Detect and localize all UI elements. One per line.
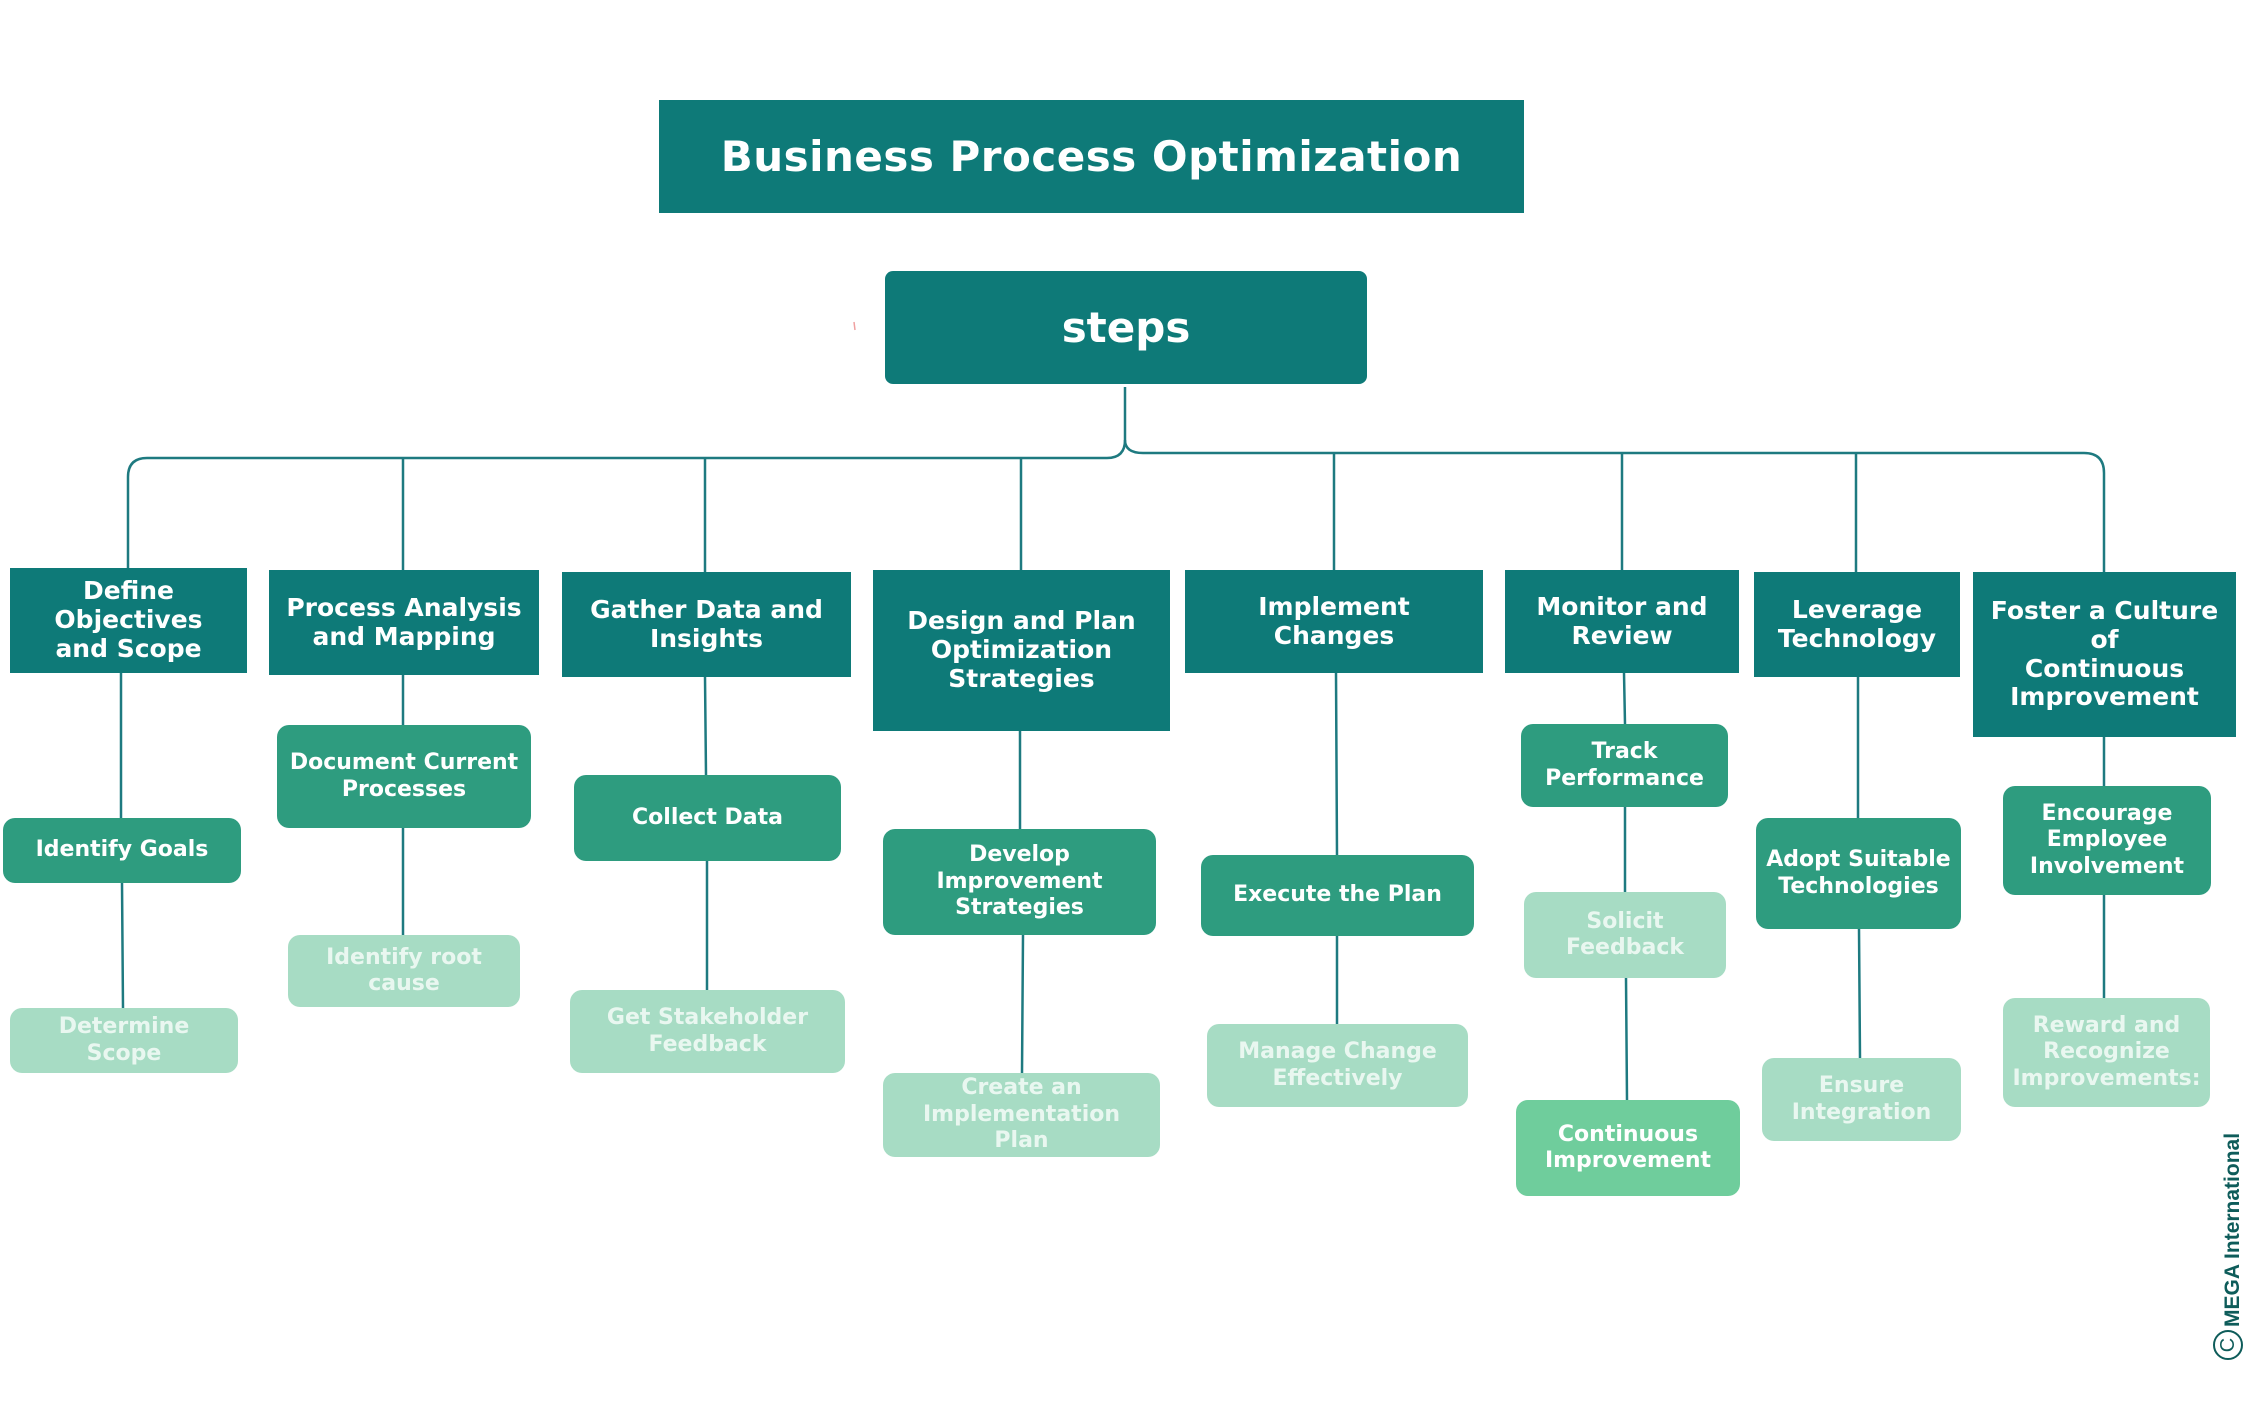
root-node: steps <box>885 271 1367 384</box>
task-node: Ensure Integration <box>1762 1058 1961 1141</box>
task-node: Adopt Suitable Technologies <box>1756 818 1961 929</box>
watermark: MEGA International C <box>2210 1132 2250 1370</box>
task-node: Identify Goals <box>3 818 241 883</box>
task-node: Solicit Feedback <box>1524 892 1726 978</box>
task-node: Collect Data <box>574 775 841 861</box>
left-branch <box>126 439 1127 568</box>
stray-mark <box>853 321 856 331</box>
task-node: Determine Scope <box>10 1008 238 1073</box>
task-node: Manage Change Effectively <box>1207 1024 1468 1107</box>
task-node: Identify root cause <box>288 935 520 1007</box>
task-node: Track Performance <box>1521 724 1728 807</box>
v-cat7 <box>1856 677 1862 1059</box>
right-branch <box>1123 439 2106 572</box>
category-node: Leverage Technology <box>1754 572 1960 677</box>
task-node: Document Current Processes <box>277 725 531 828</box>
v-cat4 <box>1018 731 1025 1074</box>
v-cat3 <box>703 676 709 990</box>
category-node: Design and Plan Optimization Strategies <box>873 570 1170 731</box>
v-cat6 <box>1622 672 1629 1101</box>
diagram-title: Business Process Optimization <box>659 100 1524 213</box>
category-node: Implement Changes <box>1185 570 1483 673</box>
v-cat1 <box>119 673 125 1009</box>
task-node: Execute the Plan <box>1201 855 1474 936</box>
category-node: Monitor and Review <box>1505 570 1739 673</box>
task-node: Reward and Recognize Improvements: <box>2003 998 2210 1107</box>
watermark-text: MEGA International <box>2221 1132 2244 1327</box>
category-node: Foster a Culture of Continuous Improveme… <box>1973 572 2236 737</box>
copyright-icon: C <box>2213 1330 2243 1360</box>
task-node: Develop Improvement Strategies <box>883 829 1156 935</box>
task-node: Get Stakeholder Feedback <box>570 990 845 1073</box>
category-node: Process Analysis and Mapping <box>269 570 539 675</box>
v-cat5 <box>1334 672 1339 1024</box>
category-node: Define Objectives and Scope <box>10 568 247 673</box>
task-node: Encourage Employee Involvement <box>2003 786 2211 895</box>
category-node: Gather Data and Insights <box>562 572 851 677</box>
task-node: Create an Implementation Plan <box>883 1073 1160 1157</box>
task-node: Continuous Improvement <box>1516 1100 1740 1196</box>
